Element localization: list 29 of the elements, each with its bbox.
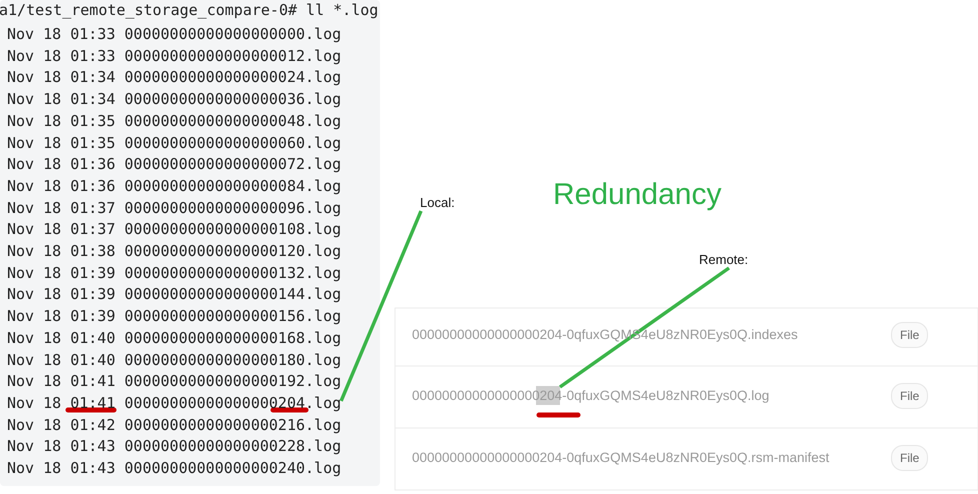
log-line: Nov 18 01:33 00000000000000000000.log	[7, 24, 342, 44]
log-line: Nov 18 01:34 00000000000000000024.log	[7, 67, 342, 88]
log-line: Nov 18 01:39 00000000000000000156.log	[7, 306, 342, 326]
log-line: Nov 18 01:41 00000000000000000204.log	[7, 392, 342, 413]
file-name: 00000000000000000204-0qfuxGQMS4eU8zNR0Eys0Q.log	[412, 387, 770, 405]
log-line: Nov 18 01:40 00000000000000000168.log	[7, 328, 342, 348]
log-line: Nov 18 01:34 00000000000000000036.log	[7, 89, 342, 110]
callout-text: Remote:	[699, 252, 748, 268]
log-line: Nov 18 01:41 00000000000000000192.log	[7, 371, 342, 392]
command-line: a1/test_remote_storage_compare-0# ll *.log	[0, 0, 378, 20]
log-line: Nov 18 01:39 00000000000000000144.log	[7, 284, 342, 304]
log-line: Nov 18 01:39 00000000000000000132.log	[7, 262, 342, 283]
leader-line	[340, 210, 423, 402]
log-line: Nov 18 01:43 00000000000000000240.log	[7, 458, 342, 478]
log-line: Nov 18 01:40 00000000000000000180.log	[7, 350, 342, 370]
log-line: Nov 18 01:37 00000000000000000096.log	[7, 198, 342, 218]
log-line: Nov 18 01:37 00000000000000000108.log	[7, 219, 342, 240]
log-line: Nov 18 01:38 00000000000000000120.log	[7, 241, 342, 261]
callout-text: Local:	[420, 195, 455, 211]
log-line: Nov 18 01:35 00000000000000000048.log	[7, 110, 342, 131]
log-line: Nov 18 01:42 00000000000000000216.log	[7, 414, 342, 435]
file-name: 00000000000000000204-0qfuxGQMS4eU8zNR0Eys0Q.rsm-manifest	[412, 449, 830, 467]
log-line: Nov 18 01:43 00000000000000000228.log	[7, 436, 342, 456]
log-line: Nov 18 01:36 00000000000000000084.log	[7, 176, 342, 196]
log-line: Nov 18 01:33 00000000000000000012.log	[7, 46, 342, 66]
log-line: Nov 18 01:36 00000000000000000072.log	[7, 154, 342, 174]
leader-line	[559, 266, 730, 388]
log-line: Nov 18 01:35 00000000000000000060.log	[7, 132, 342, 152]
title: Redundancy	[553, 178, 722, 212]
